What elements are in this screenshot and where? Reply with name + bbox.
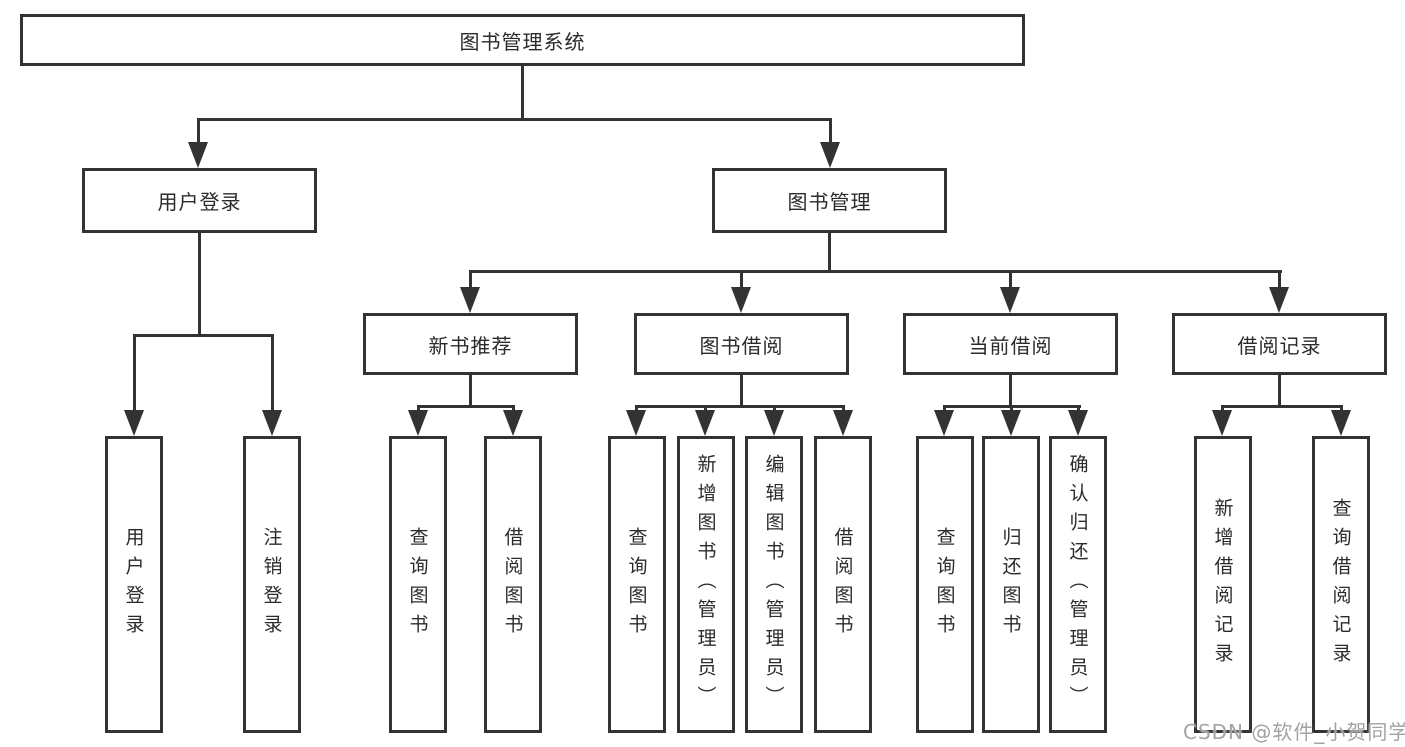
node-leaf-query-books-recommend: 查询图书	[389, 436, 447, 733]
node-leaf-return-books: 归还图书	[982, 436, 1040, 733]
arrowhead-current-child-1	[934, 410, 954, 436]
arrowhead-login-child-2	[262, 410, 282, 436]
arrowhead-user-login	[188, 142, 208, 168]
node-leaf-borrow-books-recommend-label: 借阅图书	[501, 526, 524, 643]
node-leaf-query-books-current-label: 查询图书	[933, 526, 956, 643]
connector-l3-arm-4	[1278, 270, 1281, 288]
connector-borrow-arm-4	[842, 405, 845, 413]
node-leaf-query-books-borrow: 查询图书	[608, 436, 666, 733]
connector-login-stem	[198, 233, 201, 337]
connector-borrow-arm-2	[704, 405, 707, 413]
connector-level2-branch	[197, 118, 831, 121]
node-leaf-edit-books-admin-label: 编辑图书（管理员）	[762, 454, 785, 715]
csdn-watermark: CSDN @软件_小贺同学	[1183, 720, 1405, 744]
node-user-login: 用户登录	[82, 168, 317, 233]
node-current-borrow: 当前借阅	[903, 313, 1118, 375]
node-leaf-query-borrow-record: 查询借阅记录	[1312, 436, 1370, 733]
node-leaf-borrow-books-label: 借阅图书	[831, 526, 854, 643]
arrowhead-new-book	[460, 287, 480, 313]
node-leaf-confirm-return-admin: 确认归还（管理员）	[1049, 436, 1107, 733]
node-leaf-add-books-admin: 新增图书（管理员）	[677, 436, 735, 733]
node-leaf-query-books-current: 查询图书	[916, 436, 974, 733]
node-root-label: 图书管理系统	[459, 29, 586, 54]
arrowhead-book-management	[820, 142, 840, 168]
node-leaf-return-books-label: 归还图书	[999, 526, 1022, 643]
node-leaf-logout-label: 注销登录	[260, 526, 283, 643]
connector-borrow-stem	[740, 375, 743, 408]
connector-management-stem	[828, 233, 831, 273]
node-leaf-borrow-books-recommend: 借阅图书	[484, 436, 542, 733]
node-borrow-records-label: 借阅记录	[1237, 333, 1322, 358]
node-new-book-recommend: 新书推荐	[363, 313, 578, 375]
arrowhead-new-book-child-1	[408, 410, 428, 436]
node-book-management-label: 图书管理	[787, 190, 872, 214]
connector-login-branch	[133, 334, 274, 337]
node-root: 图书管理系统	[20, 14, 1025, 66]
connector-new-book-branch	[417, 405, 515, 408]
arrowhead-book-borrow	[731, 287, 751, 313]
arrowhead-current-child-2	[1001, 410, 1021, 436]
connector-current-arm-1	[943, 405, 946, 413]
connector-borrow-branch	[635, 405, 845, 408]
arrowhead-borrow-child-2	[695, 410, 715, 436]
connector-records-stem	[1278, 375, 1281, 408]
node-book-management: 图书管理	[712, 168, 947, 233]
node-leaf-borrow-books: 借阅图书	[814, 436, 872, 733]
connector-current-stem	[1009, 375, 1012, 408]
node-leaf-add-borrow-record-label: 新增借阅记录	[1211, 497, 1234, 672]
node-leaf-query-books-borrow-label: 查询图书	[625, 526, 648, 643]
connector-new-book-arm-2	[512, 405, 515, 413]
connector-records-arm-2	[1340, 405, 1343, 413]
arrowhead-records-child-1	[1212, 410, 1232, 436]
connector-new-book-stem	[469, 375, 472, 408]
node-book-borrow: 图书借阅	[634, 313, 849, 375]
node-leaf-edit-books-admin: 编辑图书（管理员）	[745, 436, 803, 733]
connector-current-arm-3	[1077, 405, 1080, 413]
arrowhead-borrow-child-3	[764, 410, 784, 436]
connector-user-login-arm	[197, 118, 200, 143]
arrowhead-new-book-child-2	[503, 410, 523, 436]
arrowhead-borrow-child-1	[626, 410, 646, 436]
connector-borrow-arm-1	[635, 405, 638, 413]
connector-new-book-arm-1	[417, 405, 420, 413]
connector-root-stem	[521, 66, 524, 119]
connector-login-arm-1	[133, 334, 136, 411]
node-current-borrow-label: 当前借阅	[968, 333, 1053, 358]
node-leaf-add-borrow-record: 新增借阅记录	[1194, 436, 1252, 733]
node-leaf-user-login: 用户登录	[105, 436, 163, 733]
arrowhead-borrow-child-4	[833, 410, 853, 436]
node-leaf-query-borrow-record-label: 查询借阅记录	[1329, 497, 1352, 672]
connector-l3-arm-3	[1009, 270, 1012, 288]
node-leaf-confirm-return-admin-label: 确认归还（管理员）	[1066, 454, 1089, 715]
node-leaf-add-books-admin-label: 新增图书（管理员）	[694, 454, 717, 715]
node-user-login-label: 用户登录	[157, 190, 242, 214]
node-leaf-user-login-label: 用户登录	[122, 526, 145, 643]
connector-l3-arm-2	[740, 270, 743, 288]
node-book-borrow-label: 图书借阅	[699, 333, 784, 358]
connector-book-management-arm	[829, 118, 832, 143]
arrowhead-records-child-2	[1331, 410, 1351, 436]
connector-records-arm-1	[1221, 405, 1224, 413]
arrowhead-borrow-records	[1269, 287, 1289, 313]
node-new-book-recommend-label: 新书推荐	[428, 333, 513, 358]
connector-l3-arm-1	[469, 270, 472, 288]
node-borrow-records: 借阅记录	[1172, 313, 1387, 375]
connector-records-branch	[1221, 405, 1343, 408]
node-leaf-query-books-recommend-label: 查询图书	[406, 526, 429, 643]
arrowhead-current-child-3	[1068, 410, 1088, 436]
connector-borrow-arm-3	[773, 405, 776, 413]
arrowhead-current-borrow	[1000, 287, 1020, 313]
connector-level3-branch	[469, 270, 1282, 273]
connector-current-arm-2	[1010, 405, 1013, 413]
node-leaf-logout: 注销登录	[243, 436, 301, 733]
arrowhead-login-child-1	[124, 410, 144, 436]
connector-login-arm-2	[271, 334, 274, 411]
